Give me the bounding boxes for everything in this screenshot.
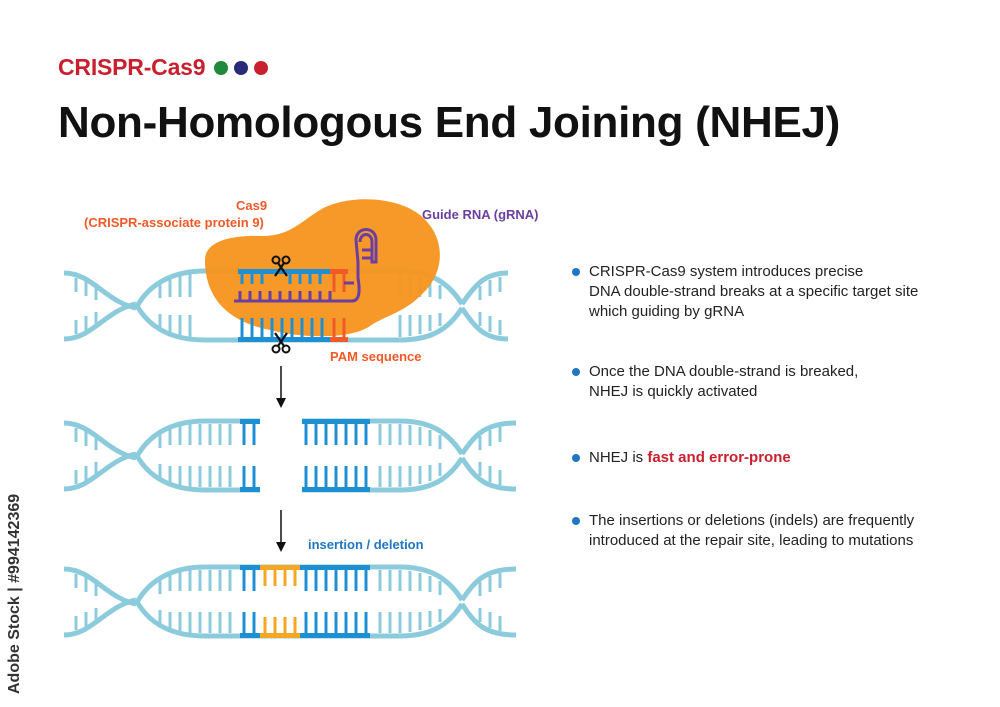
watermark: Adobe Stock | #994142369 <box>6 493 23 694</box>
guide-rna <box>234 228 378 303</box>
arrow-down-icon <box>276 366 286 408</box>
bullet-item: Once the DNA double-strand is breaked, N… <box>572 362 992 402</box>
dna-row-repaired <box>63 564 517 639</box>
cas9-sublabel: (CRISPR-associate protein 9) <box>84 215 264 230</box>
brand-dot-navy <box>234 60 249 75</box>
page-title: Non-Homologous End Joining (NHEJ) <box>58 98 841 147</box>
brand-title: CRISPR-Cas9 <box>58 54 206 80</box>
brand: CRISPR-Cas9 <box>58 54 269 81</box>
indel-label: insertion / deletion <box>308 537 424 552</box>
highlight-text: fast and error-prone <box>647 449 791 466</box>
pam-label: PAM sequence <box>330 349 422 364</box>
bullet-item: NHEJ is fast and error-prone <box>572 448 992 468</box>
bullet-item: CRISPR-Cas9 system introduces precise DN… <box>572 262 992 322</box>
bullet-dot <box>572 454 580 462</box>
indel-segment <box>263 570 297 633</box>
guide-rna-label: Guide RNA (gRNA) <box>422 207 539 222</box>
scissors-icon <box>271 255 291 277</box>
bullet-dot <box>572 368 580 376</box>
bullet-dot <box>572 268 580 276</box>
bullet-dot <box>572 517 580 525</box>
bullet-list: CRISPR-Cas9 system introduces precise DN… <box>572 262 992 551</box>
dna-row-broken <box>63 418 517 493</box>
scissors-icon <box>271 332 291 354</box>
dna-row-cas9 <box>63 199 509 354</box>
cas9-label: Cas9 <box>236 198 268 213</box>
arrow-down-icon <box>276 510 286 552</box>
brand-dot-red <box>254 60 269 75</box>
bullet-item: The insertions or deletions (indels) are… <box>572 511 992 551</box>
brand-dot-green <box>214 60 229 75</box>
